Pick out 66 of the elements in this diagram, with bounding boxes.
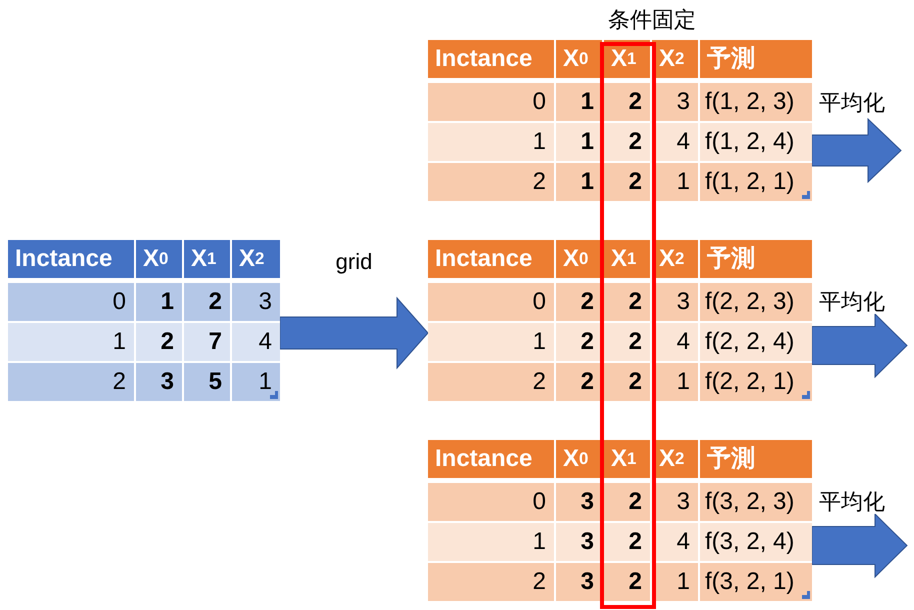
table-cell: 2 [604, 123, 650, 161]
table-cell: 0 [8, 283, 134, 321]
table-cell: 0 [428, 283, 554, 321]
header-cell: 予測 [700, 440, 812, 478]
table-cell: f(1, 2, 4) [700, 123, 812, 161]
edge-label: 平均化 [817, 490, 887, 514]
table-cell: f(2, 2, 4) [700, 323, 812, 361]
edge-label: 平均化 [817, 290, 887, 314]
data-table [428, 240, 812, 401]
table-cell: 1 [136, 283, 182, 321]
table-cell: 2 [428, 163, 554, 201]
table-cell: 2 [428, 363, 554, 401]
table-cell: 1 [556, 123, 602, 161]
header-cell: Inctance [8, 240, 134, 278]
table-cell: f(2, 2, 3) [700, 283, 812, 321]
table-cell: 3 [556, 523, 602, 561]
table-cell: 2 [8, 363, 134, 401]
block-arrow [812, 312, 908, 378]
table-cell: 2 [604, 483, 650, 521]
table-cell: 0 [428, 83, 554, 121]
table-cell: f(3, 2, 1) [700, 563, 812, 601]
table-cell: f(2, 2, 1) [700, 363, 812, 401]
table-cell: f(3, 2, 4) [700, 523, 812, 561]
table-cell: 0 [428, 483, 554, 521]
table-cell: 3 [232, 283, 280, 321]
table-cell: 2 [604, 523, 650, 561]
table-cell: 1 [428, 123, 554, 161]
table-cell: 1 [428, 523, 554, 561]
table-cell: 2 [556, 283, 602, 321]
table-cell: 2 [184, 283, 230, 321]
table-cell: 5 [184, 363, 230, 401]
table-cell: 1 [556, 83, 602, 121]
block-arrow [812, 118, 902, 184]
table-cell: 3 [136, 363, 182, 401]
block-arrow [280, 296, 429, 370]
table-cell: 3 [556, 563, 602, 601]
table-cell: 1 [428, 323, 554, 361]
data-table [428, 440, 812, 601]
table-cell: 3 [556, 483, 602, 521]
edge-label: 平均化 [817, 90, 887, 116]
table-cell: 2 [604, 363, 650, 401]
table-cell: 2 [428, 563, 554, 601]
header-cell: Inctance [428, 40, 554, 78]
table-cell: 2 [604, 163, 650, 201]
data-table [428, 40, 812, 201]
table-cell: 2 [556, 363, 602, 401]
table-cell: 4 [232, 323, 280, 361]
table-cell: f(3, 2, 3) [700, 483, 812, 521]
header-cell: 予測 [700, 40, 812, 78]
block-arrow [812, 512, 908, 578]
table-cell: 2 [604, 283, 650, 321]
table-cell: 2 [604, 563, 650, 601]
header-cell: 予測 [700, 240, 812, 278]
table-cell: f(1, 2, 3) [700, 83, 812, 121]
table-cell: 1 [232, 363, 280, 401]
table-cell: 1 [8, 323, 134, 361]
header-cell: Inctance [428, 240, 554, 278]
table-cell: f(1, 2, 1) [700, 163, 812, 201]
header-cell: Inctance [428, 440, 554, 478]
table-cell: 2 [136, 323, 182, 361]
table-cell: 2 [604, 83, 650, 121]
table-cell: 2 [604, 323, 650, 361]
data-table [8, 240, 280, 401]
table-cell: 7 [184, 323, 230, 361]
table-cell: 1 [556, 163, 602, 201]
table-cell: 2 [556, 323, 602, 361]
